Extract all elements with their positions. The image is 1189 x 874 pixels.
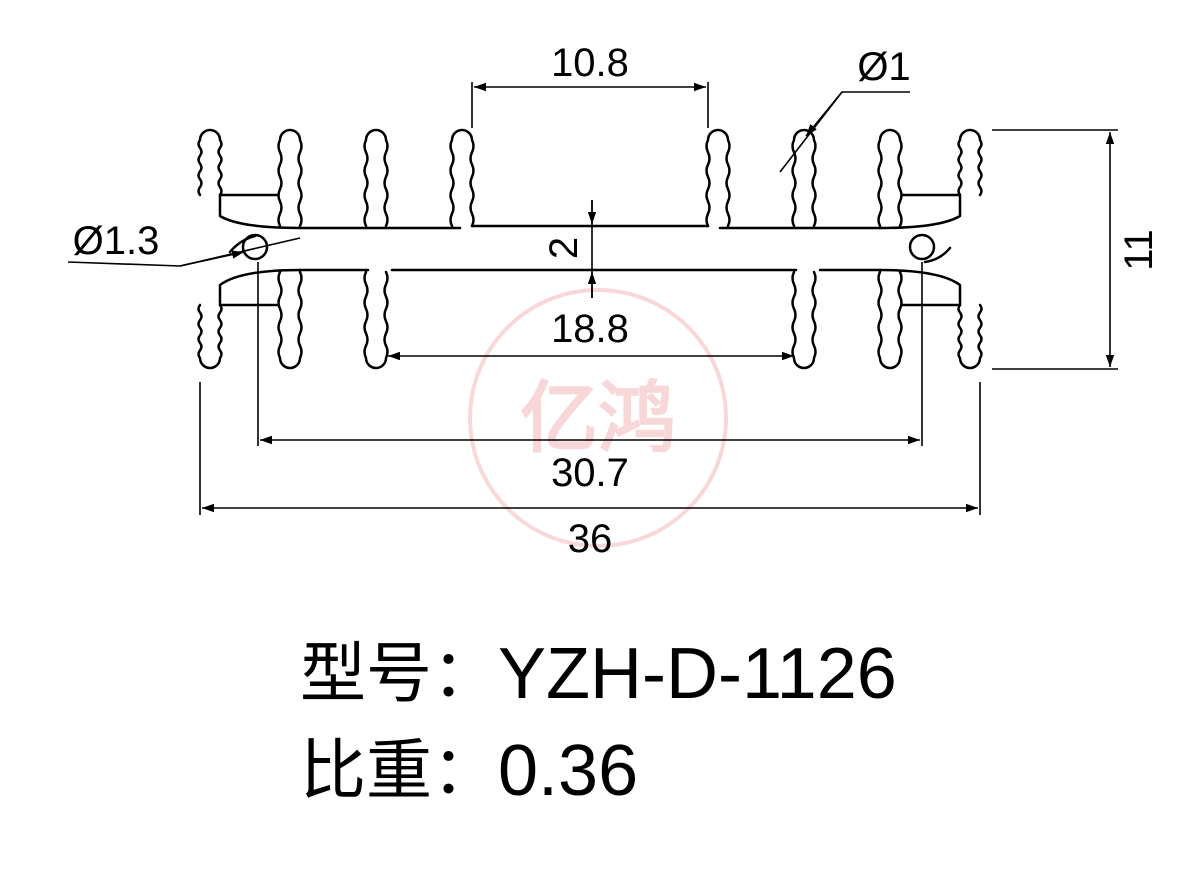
- top-fin: [277, 128, 303, 228]
- top-fin: [877, 128, 903, 228]
- bottom-fin: [877, 270, 903, 370]
- bottom-fin: [957, 303, 983, 370]
- side-hole-right: [908, 233, 936, 261]
- bottom-fin: [363, 270, 389, 370]
- dim-text-top-gap: 10.8: [551, 41, 629, 85]
- left-end-block: [218, 193, 302, 307]
- dim-text-side-hole: Ø1.3: [73, 219, 160, 263]
- bottom-fin: [277, 270, 303, 370]
- bottom-fin: [791, 270, 817, 370]
- model-label: 型号：: [300, 635, 498, 712]
- leader-side-hole: [67, 261, 181, 267]
- top-fin: [449, 128, 475, 228]
- dimension-labels: 10.8 Ø1 Ø1.3 2 11 18.8 30.7 36: [73, 41, 1161, 561]
- density-value: 0.36: [498, 731, 639, 811]
- watermark: 亿鸿: [468, 288, 728, 548]
- dim-text-small-hole: Ø1: [857, 45, 910, 89]
- density-label: 比重：: [300, 732, 498, 809]
- top-fin: [791, 128, 817, 228]
- heatsink-profile: [197, 128, 983, 370]
- spec-model-row: 型号：YZH-D-1126: [300, 638, 897, 710]
- watermark-text: 亿鸿: [520, 374, 676, 464]
- side-hole-left: [241, 233, 269, 261]
- right-end-block: [878, 193, 962, 307]
- top-fin: [957, 128, 983, 197]
- bottom-fin: [197, 303, 223, 370]
- top-fin: [705, 128, 731, 228]
- dim-text-height: 11: [1117, 229, 1161, 271]
- top-fin: [197, 128, 223, 197]
- dim-text-overall-width: 36: [568, 517, 613, 561]
- top-fin: [363, 128, 389, 228]
- bottom-fins: [197, 270, 983, 370]
- dim-text-hole-spacing: 30.7: [551, 451, 629, 495]
- model-value: YZH-D-1126: [498, 634, 897, 714]
- dim-text-web-thickness: 2: [542, 237, 586, 259]
- spec-density-row: 比重：0.36: [300, 735, 638, 807]
- dim-text-inner-width: 18.8: [551, 307, 629, 351]
- dimension-lines: [67, 82, 1118, 515]
- top-fins: [197, 128, 983, 228]
- central-web: [298, 224, 882, 272]
